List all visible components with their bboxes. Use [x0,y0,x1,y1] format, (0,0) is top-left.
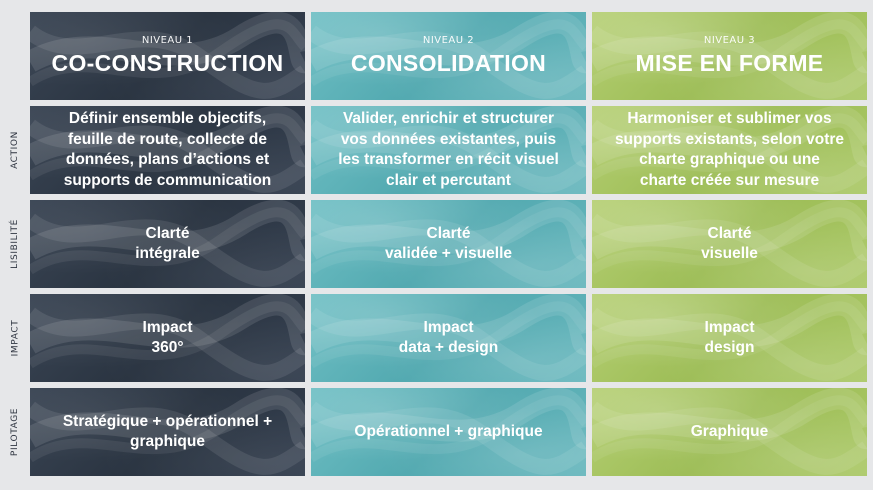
pilotage-text: Graphique [681,422,779,443]
action-text: Harmoniser et sublimer vos supports exist… [605,109,854,191]
niveau-2-pilotage-cell: Opérationnel + graphique [311,388,586,476]
impact-line: design [704,339,755,356]
impact-text: Impact 360° [133,318,203,359]
niveau-2-impact-cell: Impact data + design [311,294,586,382]
level-title: CO-CONSTRUCTION [51,50,284,76]
action-line: feuille de route, collecte de [68,130,267,148]
row-label-text: IMPACT [10,319,20,357]
niveau-3-header-cell: NIVEAU 3 MISE EN FORME [592,12,867,100]
action-line: Définir ensemble objectifs, [68,110,267,127]
action-text: Valider, enrichir et structurer vos donné… [328,109,569,191]
row-label-action: ACTION [0,106,30,194]
action-line: supports existants, selon votre [614,130,845,148]
niveau-1-action-cell: Définir ensemble objectifs, feuille de ro… [30,106,305,194]
lisibilite-line: visuelle [701,245,758,262]
lisibilite-line: Clarté [145,224,190,242]
level-title: MISE EN FORME [635,50,824,76]
pilotage-line: Opérationnel + graphique [354,422,543,440]
niveau-3-lisibilite-cell: Clarté visuelle [592,200,867,288]
impact-line: Impact [423,318,474,336]
niveau-1-pilotage-cell: Stratégique + opérationnel + graphique [30,388,305,476]
impact-line: Impact [704,318,755,336]
action-line: charte graphique ou une [639,151,820,168]
lisibilite-text: Clarté visuelle [691,224,768,265]
level-title: CONSOLIDATION [350,50,547,76]
lisibilite-line: Clarté [707,224,752,242]
lisibilite-line: intégrale [135,245,200,262]
action-line: les transformer en récit visuel [338,151,559,168]
action-line: vos données existantes, puis [340,130,557,148]
action-line: charte créée sur mesure [639,171,820,189]
pilotage-text: Opérationnel + graphique [344,422,552,443]
niveau-1-lisibilite-cell: Clarté intégrale [30,200,305,288]
lisibilite-line: Clarté [426,224,471,242]
action-line: supports de communication [63,171,272,189]
lisibilite-text: Clarté intégrale [125,224,210,265]
row-label-text: ACTION [10,131,21,169]
niveau-2-header-cell: NIVEAU 2 CONSOLIDATION [311,12,586,100]
niveau-2-action-cell: Valider, enrichir et structurer vos donné… [311,106,586,194]
pilotage-line: graphique [130,433,205,450]
niveau-2-lisibilite-cell: Clarté validée + visuelle [311,200,586,288]
pilotage-text: Stratégique + opérationnel + graphique [53,412,282,453]
action-line: clair et percutant [386,171,511,189]
row-label-text: PILOTAGE [10,407,20,457]
niveau-3-pilotage-cell: Graphique [592,388,867,476]
lisibilite-line: validée + visuelle [384,245,513,262]
niveau-3-action-cell: Harmoniser et sublimer vos supports exist… [592,106,867,194]
niveau-1-header-cell: NIVEAU 1 CO-CONSTRUCTION [30,12,305,100]
action-line: Valider, enrichir et structurer [342,110,555,127]
row-label-pilotage: PILOTAGE [0,388,30,476]
row-label-impact: IMPACT [0,294,30,382]
impact-line: Impact [142,318,193,336]
row-label-text: LISIBILITÉ [10,219,20,269]
action-line: données, plans d’actions et [65,151,270,168]
row-label-lisibilite: LISIBILITÉ [0,200,30,288]
action-text: Définir ensemble objectifs, feuille de ro… [54,109,282,191]
action-line: Harmoniser et sublimer vos [627,110,832,127]
lisibilite-text: Clarté validée + visuelle [375,224,522,265]
level-label: NIVEAU 2 [422,35,475,46]
level-label: NIVEAU 1 [141,35,194,46]
pilotage-line: Graphique [690,422,769,440]
niveau-3-impact-cell: Impact design [592,294,867,382]
pilotage-line: Stratégique + opérationnel + [62,412,273,430]
level-label: NIVEAU 3 [703,35,756,46]
niveau-1-impact-cell: Impact 360° [30,294,305,382]
impact-text: Impact design [695,318,765,359]
impact-line: 360° [151,339,184,356]
impact-text: Impact data + design [389,318,509,359]
impact-line: data + design [398,339,499,356]
